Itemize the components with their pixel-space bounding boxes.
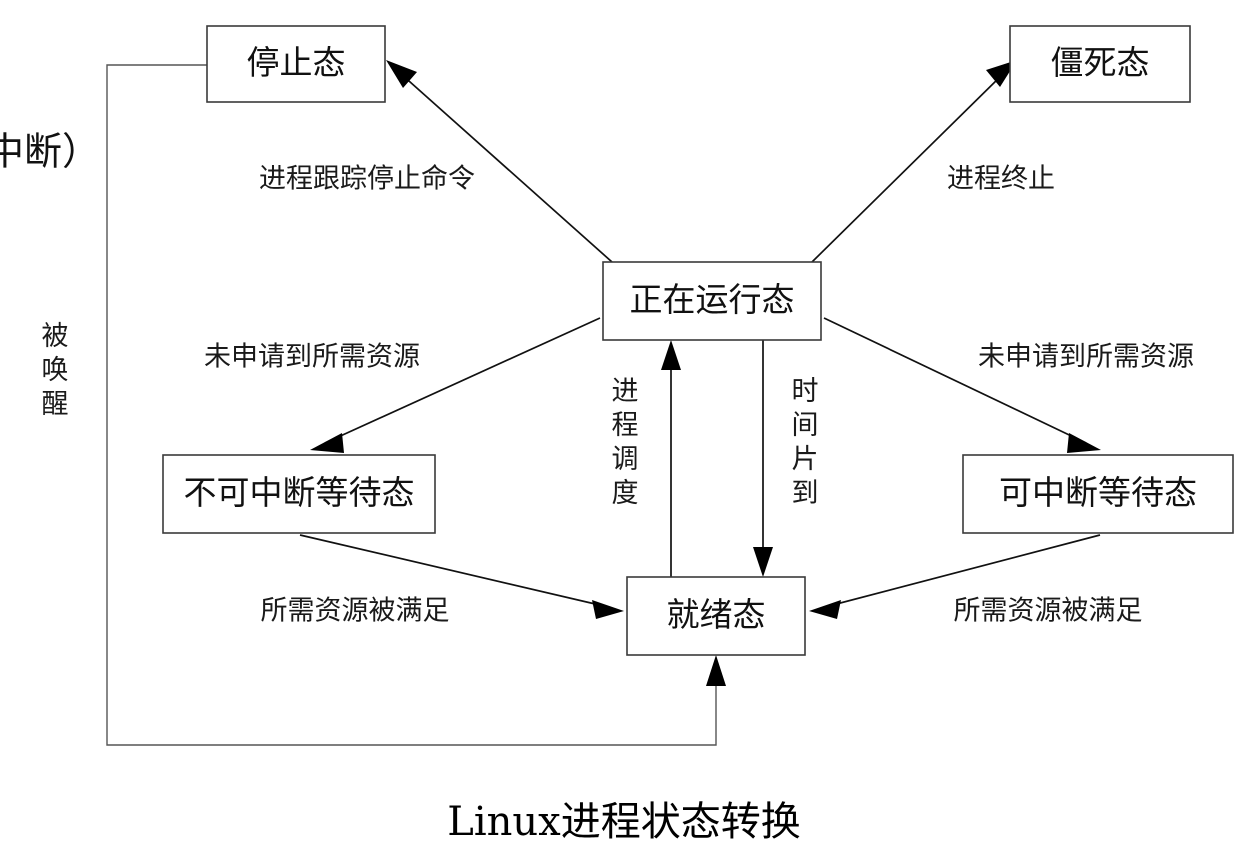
edge-interruptible-to-ready [809,534,1101,619]
node-running-box[interactable] [602,261,822,341]
node-ready-box[interactable] [626,576,806,656]
node-ready[interactable]: 就绪态 [626,576,806,656]
edge-label-process-terminate: 进程终止 [947,164,1055,195]
node-zombie[interactable]: 僵死态 [1009,25,1191,103]
arrow-head-icon [809,600,841,619]
node-interruptible-label: 可中断等待态 [999,473,1197,512]
node-uninterruptible-label: 不可中断等待态 [184,473,415,512]
arrow-head-icon [1067,433,1101,453]
edge-label-no-resource-left: 未申请到所需资源 [204,342,420,373]
edge-stopped-to-ready-loop [106,64,726,746]
node-uninterruptible-wait[interactable]: 不可中断等待态 [162,454,436,534]
edge-running-to-stopped [386,60,613,263]
node-ready-label: 就绪态 [667,595,766,634]
node-running-label: 正在运行态 [630,280,795,319]
node-zombie-box[interactable] [1009,25,1191,103]
edge-label-woken-up: 被唤醒 [42,321,69,420]
node-stopped-label: 停止态 [247,43,346,82]
edge-running-to-interruptible [823,317,1101,453]
node-interruptible-box[interactable] [962,454,1234,534]
edge-label-trace-stop: 进程跟踪停止命令 [259,164,475,195]
edge-uninterruptible-to-ready [299,534,624,619]
arrow-head-icon [386,60,417,88]
edge-label-no-resource-right: 未申请到所需资源 [978,342,1194,373]
arrow-head-icon [310,433,344,453]
edge-running-to-ready [753,340,773,577]
edge-label-resource-met-right: 所需资源被满足 [954,596,1143,627]
node-stopped-box[interactable] [206,25,386,103]
arrow-head-icon [706,655,726,686]
edge-ready-to-running [661,340,681,577]
node-zombie-label: 僵死态 [1051,43,1150,82]
edge-label-timeslice-expired: 时间片到 [792,376,819,509]
arrow-head-icon [592,600,624,619]
edge-running-to-uninterruptible [310,317,601,453]
node-stopped[interactable]: 停止态 [206,25,386,103]
node-uninterruptible-box[interactable] [162,454,436,534]
node-running[interactable]: 正在运行态 [602,261,822,341]
arrow-head-icon [661,340,681,370]
node-interruptible-wait[interactable]: 可中断等待态 [962,454,1234,534]
diagram-caption: Linux进程状态转换 [447,799,800,845]
edge-running-to-zombie [811,60,1017,263]
arrow-head-icon [753,547,773,577]
edge-label-process-schedule: 进程调度 [612,376,639,509]
edge-label-resource-met-left: 所需资源被满足 [261,596,450,627]
clipped-left-text: 中断） [0,130,100,174]
